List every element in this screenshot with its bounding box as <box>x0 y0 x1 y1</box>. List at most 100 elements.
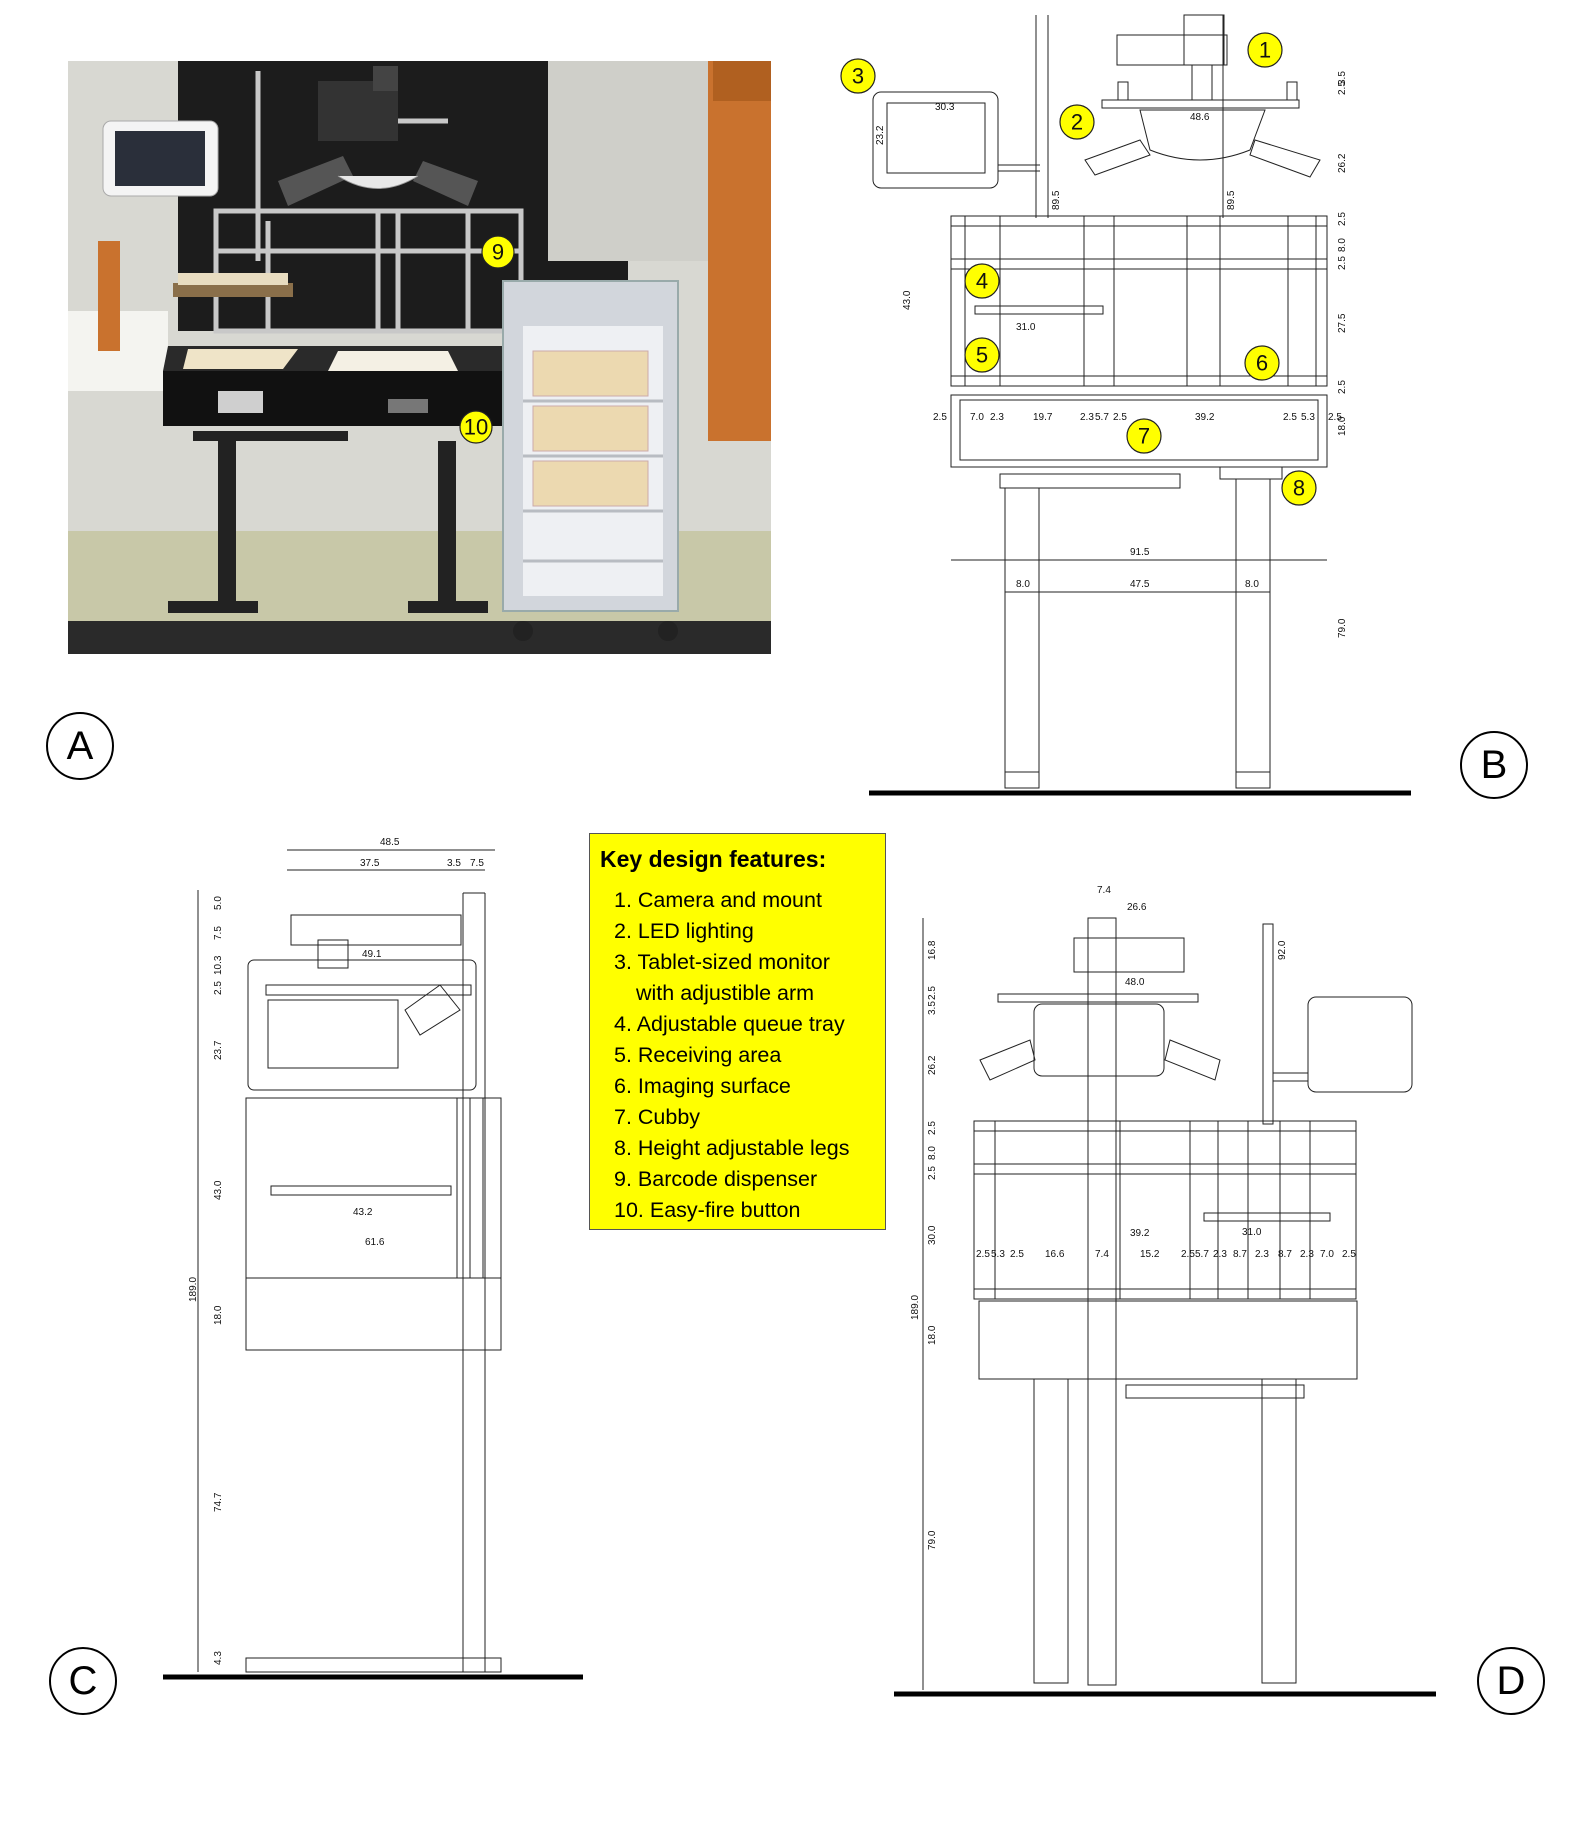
drawing-b-front-elevation <box>869 14 1411 796</box>
drawing-d-dimensions: 7.4 26.6 48.0 16.8 2.5 3.5 26.2 2.5 8.0 … <box>910 885 1356 1550</box>
svg-text:8.0: 8.0 <box>1245 579 1259 590</box>
svg-text:23.2: 23.2 <box>875 125 886 145</box>
svg-text:3.5: 3.5 <box>927 1001 938 1015</box>
callout-1: 1 <box>1247 32 1283 68</box>
svg-text:2.3: 2.3 <box>1080 412 1094 423</box>
key-item: 10. Easy-fire button <box>614 1198 801 1222</box>
svg-text:1: 1 <box>1259 38 1271 63</box>
key-item: 6. Imaging surface <box>614 1074 791 1098</box>
svg-text:39.2: 39.2 <box>1195 412 1215 423</box>
svg-text:189.0: 189.0 <box>910 1295 921 1320</box>
svg-text:37.5: 37.5 <box>360 858 380 869</box>
svg-text:5.7: 5.7 <box>1195 1249 1209 1260</box>
svg-text:89.5: 89.5 <box>1051 190 1062 210</box>
svg-text:4.3: 4.3 <box>213 1651 224 1665</box>
svg-text:5.3: 5.3 <box>1301 412 1315 423</box>
svg-text:5.0: 5.0 <box>213 896 224 910</box>
svg-text:19.7: 19.7 <box>1033 412 1053 423</box>
svg-text:8: 8 <box>1293 476 1305 501</box>
svg-text:48.6: 48.6 <box>1190 112 1210 123</box>
svg-text:31.0: 31.0 <box>1242 1227 1262 1238</box>
key-item: with adjustible arm <box>636 981 815 1005</box>
svg-text:189.0: 189.0 <box>188 1277 199 1302</box>
svg-text:2.5: 2.5 <box>927 1121 938 1135</box>
svg-text:2.5: 2.5 <box>1010 1249 1024 1260</box>
key-item: 7. Cubby <box>614 1105 701 1129</box>
svg-text:61.6: 61.6 <box>365 1237 385 1248</box>
svg-text:8.7: 8.7 <box>1233 1249 1247 1260</box>
svg-text:8.7: 8.7 <box>1278 1249 1292 1260</box>
svg-text:5.3: 5.3 <box>991 1249 1005 1260</box>
svg-text:10.3: 10.3 <box>213 955 224 975</box>
svg-text:D: D <box>1497 1659 1526 1703</box>
svg-text:3: 3 <box>852 64 864 89</box>
svg-text:2.5: 2.5 <box>1283 412 1297 423</box>
svg-text:2.5: 2.5 <box>1337 212 1348 226</box>
svg-text:16.6: 16.6 <box>1045 1249 1065 1260</box>
key-design-features: Key design features: 1. Camera and mount… <box>589 833 886 1230</box>
svg-text:7.5: 7.5 <box>470 858 484 869</box>
key-item: 8. Height adjustable legs <box>614 1136 850 1160</box>
svg-text:2.5: 2.5 <box>1337 81 1348 95</box>
svg-text:26.2: 26.2 <box>1337 153 1348 173</box>
panel-label-a: A <box>46 712 114 780</box>
svg-text:74.7: 74.7 <box>213 1492 224 1512</box>
svg-text:2.5: 2.5 <box>1337 256 1348 270</box>
svg-text:2.5: 2.5 <box>213 981 224 995</box>
svg-text:43.0: 43.0 <box>213 1180 224 1200</box>
callout-2: 2 <box>1059 104 1095 140</box>
svg-text:3.5: 3.5 <box>447 858 461 869</box>
svg-text:2.5: 2.5 <box>1337 380 1348 394</box>
svg-text:79.0: 79.0 <box>927 1530 938 1550</box>
svg-text:A: A <box>67 724 94 768</box>
panel-label-d: D <box>1477 1647 1545 1715</box>
key-list: 1. Camera and mount 2. LED lighting 3. T… <box>600 885 875 1226</box>
drawing-b-dimensions: 30.3 23.2 48.6 89.5 89.5 2.5 3.5 26.2 2.… <box>875 71 1348 638</box>
svg-text:2.5: 2.5 <box>1181 1249 1195 1260</box>
svg-text:8.0: 8.0 <box>927 1146 938 1160</box>
svg-text:2.3: 2.3 <box>1213 1249 1227 1260</box>
rig-photograph: 9 10 <box>68 61 771 654</box>
svg-text:2: 2 <box>1071 110 1083 135</box>
svg-text:8.0: 8.0 <box>1016 579 1030 590</box>
svg-text:6: 6 <box>1256 351 1268 376</box>
svg-text:18.0: 18.0 <box>927 1325 938 1345</box>
svg-text:26.6: 26.6 <box>1127 902 1147 913</box>
svg-text:27.5: 27.5 <box>1337 313 1348 333</box>
callout-4: 4 <box>964 263 1000 299</box>
svg-text:92.0: 92.0 <box>1277 940 1288 960</box>
svg-text:48.5: 48.5 <box>380 837 400 848</box>
svg-text:7.4: 7.4 <box>1097 885 1111 896</box>
drawing-d-rear-elevation <box>894 917 1436 1697</box>
key-item: 4. Adjustable queue tray <box>614 1012 845 1036</box>
svg-text:5.7: 5.7 <box>1095 412 1109 423</box>
svg-text:2.5: 2.5 <box>933 412 947 423</box>
panel-label-b: B <box>1460 731 1528 799</box>
svg-text:2.5: 2.5 <box>927 986 938 1000</box>
svg-text:48.0: 48.0 <box>1125 977 1145 988</box>
svg-text:18.0: 18.0 <box>1337 416 1348 436</box>
svg-text:5: 5 <box>976 343 988 368</box>
svg-text:2.5: 2.5 <box>1342 1249 1356 1260</box>
svg-text:2.5: 2.5 <box>927 1166 938 1180</box>
svg-text:7.0: 7.0 <box>970 412 984 423</box>
callout-7: 7 <box>1126 418 1162 454</box>
svg-text:10: 10 <box>464 415 488 440</box>
svg-text:43.0: 43.0 <box>902 290 913 310</box>
svg-text:49.1: 49.1 <box>362 949 382 960</box>
key-item: 2. LED lighting <box>614 919 754 943</box>
svg-text:43.2: 43.2 <box>353 1207 373 1218</box>
callout-6: 6 <box>1244 345 1280 381</box>
svg-text:8.0: 8.0 <box>1337 238 1348 252</box>
svg-text:7.5: 7.5 <box>213 926 224 940</box>
key-item: 3. Tablet-sized monitor <box>614 950 830 974</box>
svg-text:2.5: 2.5 <box>976 1249 990 1260</box>
drawing-c-dimensions: 48.5 37.5 3.5 7.5 49.1 5.0 7.5 10.3 2.5 … <box>188 837 484 1665</box>
callout-3: 3 <box>840 58 876 94</box>
svg-text:39.2: 39.2 <box>1130 1228 1150 1239</box>
svg-text:26.2: 26.2 <box>927 1055 938 1075</box>
panel-label-c: C <box>49 1647 117 1715</box>
svg-text:7: 7 <box>1138 424 1150 449</box>
key-item: 9. Barcode dispenser <box>614 1167 818 1191</box>
svg-text:2.3: 2.3 <box>1255 1249 1269 1260</box>
